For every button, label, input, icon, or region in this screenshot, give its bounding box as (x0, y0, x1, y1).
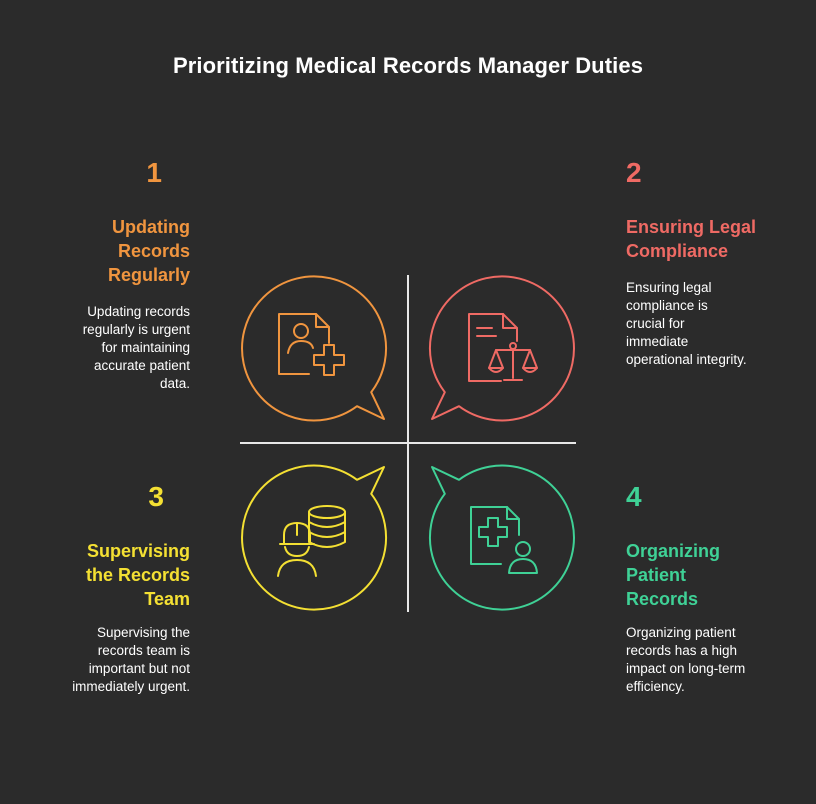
quadrant-3-bubble (241, 464, 388, 611)
medical-record-patient-icon (470, 506, 538, 574)
quadrant-1-description: Updating records regularly is urgent for… (82, 304, 190, 391)
supervisor-database-icon (277, 505, 346, 577)
quadrant-3-description: Supervising the records team is importan… (72, 625, 190, 694)
quadrant-1-heading: Updating Records Regularly (107, 217, 190, 285)
quadrant-1-bubble (241, 275, 388, 422)
quadrant-4-number: 4 (626, 481, 642, 512)
quadrant-3-number: 3 (148, 481, 164, 512)
page-title: Prioritizing Medical Records Manager Dut… (172, 53, 644, 78)
quadrant-2-number: 2 (626, 157, 642, 188)
quadrant-4-description: Organizing patient records has a high im… (626, 625, 746, 694)
quadrant-2-bubble (428, 275, 575, 422)
quadrant-1-number: 1 (146, 157, 162, 188)
legal-document-scales-icon (468, 313, 538, 382)
quadrant-3-heading: Supervising the Records Team (85, 541, 190, 609)
quadrant-4-heading: Organizing Patient Records (626, 541, 720, 609)
patient-record-add-icon (278, 313, 345, 376)
quadrant-2-heading: Ensuring Legal Compliance (626, 217, 757, 261)
quadrant-2-description: Ensuring legal compliance is crucial for… (626, 280, 747, 367)
quadrant-4-bubble (428, 464, 575, 611)
